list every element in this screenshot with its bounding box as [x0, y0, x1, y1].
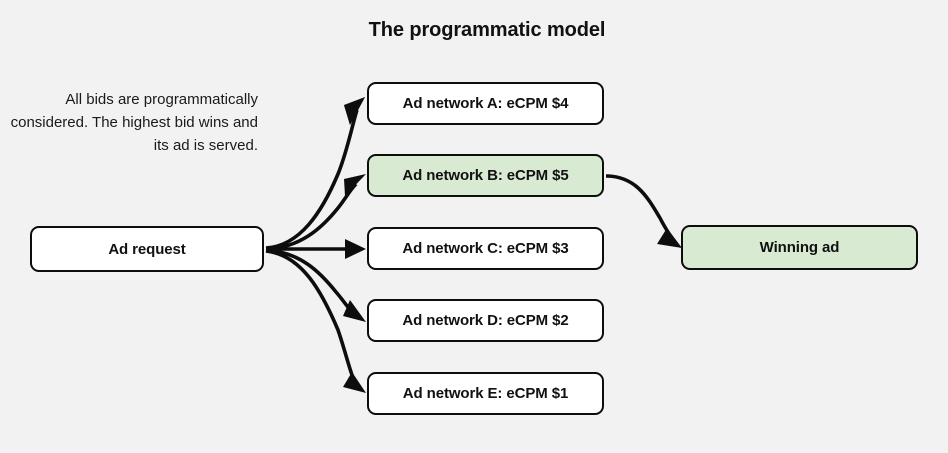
page-title: The programmatic model	[368, 19, 606, 41]
edge-ad-request-to-network-e	[265, 249, 366, 393]
node-ad-request-label: Ad request	[108, 240, 186, 258]
node-ad-network-b[interactable]: Ad network B: eCPM $5	[367, 154, 604, 197]
edge-ad-request-to-network-b	[265, 174, 366, 251]
edge-ad-request-to-network-c	[266, 239, 366, 259]
edge-ad-request-to-network-a	[265, 97, 365, 250]
node-ad-network-a-label: Ad network A: eCPM $4	[402, 95, 569, 112]
node-ad-network-e-label: Ad network E: eCPM $1	[402, 385, 569, 402]
node-ad-network-d[interactable]: Ad network D: eCPM $2	[367, 299, 604, 342]
node-ad-network-e[interactable]: Ad network E: eCPM $1	[367, 372, 604, 415]
node-ad-network-d-label: Ad network D: eCPM $2	[402, 312, 569, 329]
node-ad-network-b-label: Ad network B: eCPM $5	[402, 167, 569, 184]
node-ad-request[interactable]: Ad request	[30, 226, 264, 272]
node-winning-ad[interactable]: Winning ad	[681, 225, 918, 270]
node-ad-network-c-label: Ad network C: eCPM $3	[402, 240, 569, 257]
edge-network-b-to-winning-ad	[605, 174, 682, 248]
edge-ad-request-to-network-d	[265, 248, 366, 322]
description-text: All bids are programmatically considered…	[10, 91, 258, 154]
node-ad-network-c[interactable]: Ad network C: eCPM $3	[367, 227, 604, 270]
node-winning-ad-label: Winning ad	[759, 239, 840, 256]
node-ad-network-a[interactable]: Ad network A: eCPM $4	[367, 82, 604, 125]
